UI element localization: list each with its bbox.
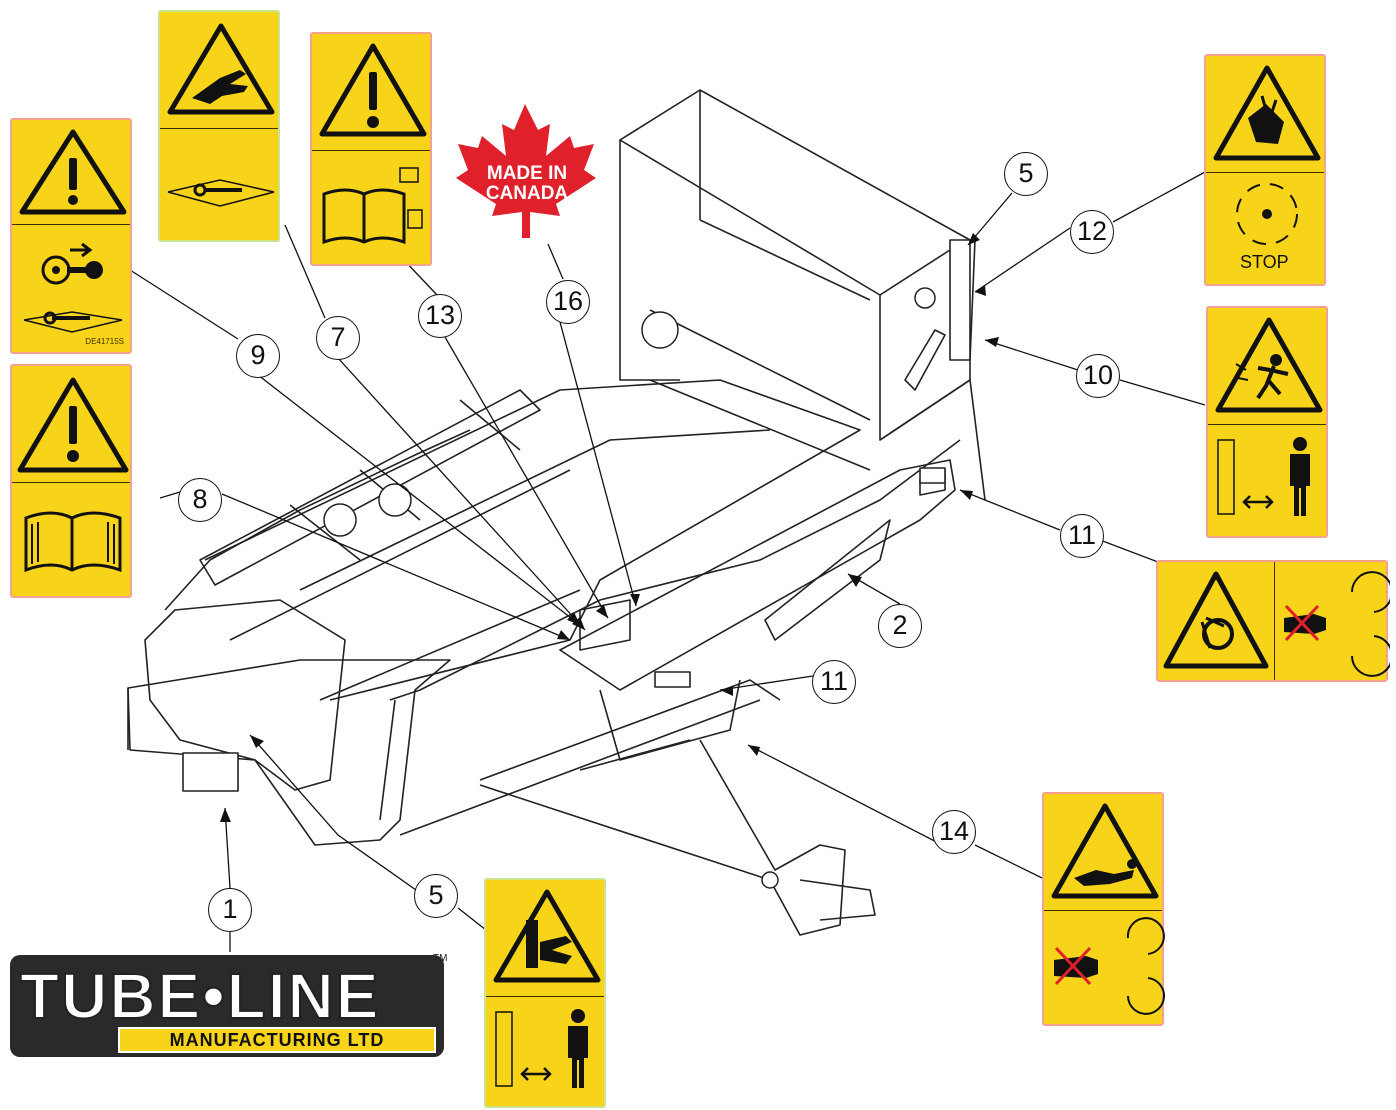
safety-decal-7 [158,10,280,242]
safety-decal-11 [1156,560,1390,682]
safety-decal-5 [484,878,606,1108]
safety-decal-14 [1042,792,1165,1026]
safety-decal-13 [310,32,432,266]
callout-11-rear: 11 [1060,514,1104,558]
callout-7: 7 [316,316,360,360]
safety-decal-10 [1206,306,1328,538]
rotating-auger-icon [1163,571,1269,669]
manual-wrench-icon [23,311,123,333]
keep-distance-icon [495,1009,588,1088]
callout-11-arm: 11 [812,660,856,704]
entanglement-body-icon [1051,803,1159,899]
warning-triangle-icon [19,129,127,215]
callout-9: 9 [236,334,280,378]
thrown-object-icon [1215,317,1323,413]
hand-entanglement-icon [167,23,275,115]
logo-wordmark: TUBE•LINE [19,959,381,1033]
callout-8: 8 [178,478,222,522]
stop-label: STOP [1240,252,1289,272]
trademark-mark: TM [433,953,448,964]
callout-2: 2 [878,604,922,648]
manual-wrench-icon [167,179,275,207]
keep-distance-icon [1217,437,1310,516]
safety-decal-8 [10,364,132,598]
maple-leaf-icon [456,104,596,238]
no-hands-icon [1284,571,1390,677]
callout-14: 14 [932,810,976,854]
rotating-parts-icon [1236,183,1298,245]
callout-5-front: 5 [414,874,458,918]
callout-12: 12 [1070,210,1114,254]
operator-manual-icon [322,167,423,245]
warning-triangle-icon [17,377,129,473]
logo-subtitle: MANUFACTURING LTD [118,1027,436,1053]
no-hands-icon [1054,917,1165,1015]
warning-triangle-icon [319,43,427,137]
callout-10: 10 [1076,354,1120,398]
made-in-canada-line2: CANADA [485,183,569,204]
crush-hazard-icon [493,889,601,983]
made-in-canada-line1: MADE IN [486,163,568,184]
key-removal-icon [41,242,103,285]
decal-code: DE41715S [85,337,124,346]
safety-decal-9: DE41715S [10,118,132,354]
safety-decal-12: STOP [1204,54,1326,286]
tube-line-logo: TUBE•LINE MANUFACTURING LTD TM [8,953,448,1059]
callout-13: 13 [418,294,462,338]
callout-16: 16 [546,280,590,324]
callout-1: 1 [208,888,252,932]
callout-5-rear: 5 [1004,152,1048,196]
hand-cut-icon [1213,65,1321,161]
operator-manual-icon [24,511,122,573]
